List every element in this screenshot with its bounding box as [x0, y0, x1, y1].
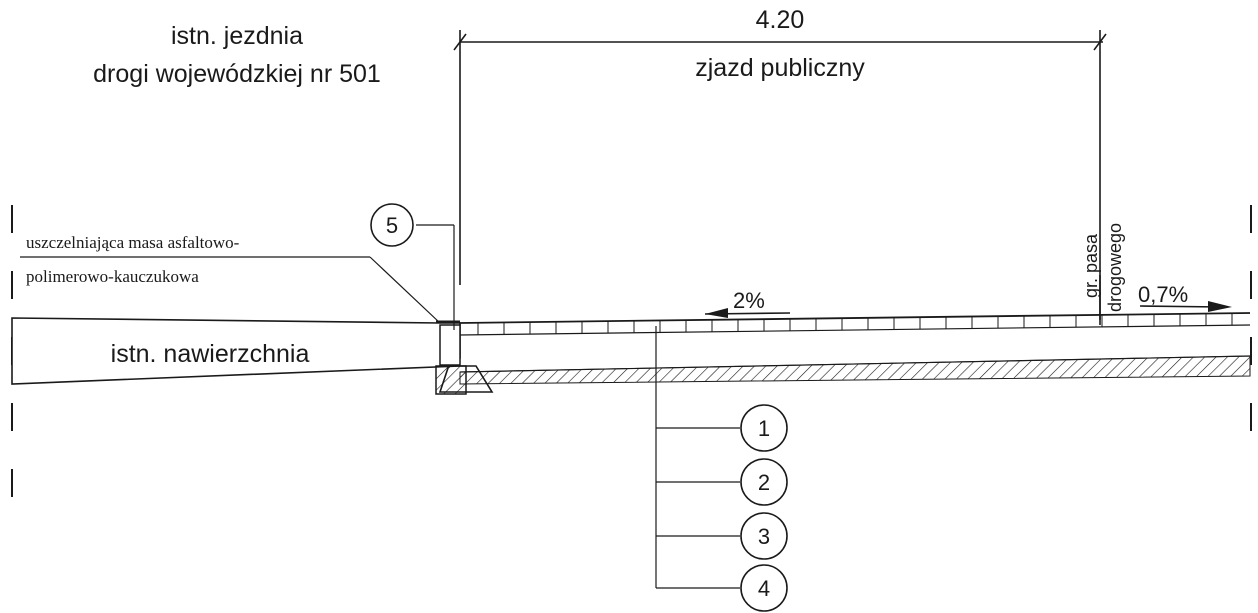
callout-4-circle: [740, 564, 788, 612]
callout-5-circle: [370, 203, 414, 247]
paving-blocks-bottom: [459, 324, 1251, 336]
dimension-tick-left: [453, 33, 467, 51]
pavement-top-line: [459, 312, 1251, 324]
existing-surface-label: istn. nawierzchnia: [111, 340, 310, 368]
boundary-label-line2: drogowego: [1105, 223, 1125, 312]
slope-outer-arrow: [1139, 301, 1232, 312]
sealant-leader-diagonal: [369, 256, 441, 324]
callout-1-number: 1: [758, 416, 770, 441]
callout-3-circle: [740, 512, 788, 560]
curb-stone: [439, 324, 461, 366]
existing-road-title-line2: drogi wojewódzkiej nr 501: [93, 60, 381, 88]
callout-4-number: 4: [758, 576, 770, 601]
sealant-label-line1: uszczelniająca masa asfaltowo-: [26, 233, 240, 252]
slope-outer-label: 0,7%: [1138, 282, 1188, 307]
width-dimension: [453, 30, 1107, 320]
callout-5-number: 5: [386, 213, 398, 238]
callout-1-circle: [740, 404, 788, 452]
callout-3-number: 3: [758, 524, 770, 549]
callout-2-number: 2: [758, 470, 770, 495]
dimension-caption: zjazd publiczny: [695, 54, 865, 82]
paving-block-joints: [477, 313, 1233, 335]
sealant-label-line2: polimerowo-kauczukowa: [26, 267, 199, 286]
slope-main-label: 2%: [733, 288, 765, 313]
new-pavement: [459, 312, 1251, 385]
callout-2-circle: [740, 458, 788, 506]
dimension-value: 4.20: [756, 6, 805, 34]
dimension-tick-right: [1093, 33, 1107, 51]
boundary-label-line1: gr. pasa: [1081, 233, 1101, 298]
stabilized-layer: [459, 355, 1251, 385]
slope-main-arrow: [704, 308, 791, 318]
existing-road-title-line1: istn. jezdnia: [171, 22, 303, 50]
